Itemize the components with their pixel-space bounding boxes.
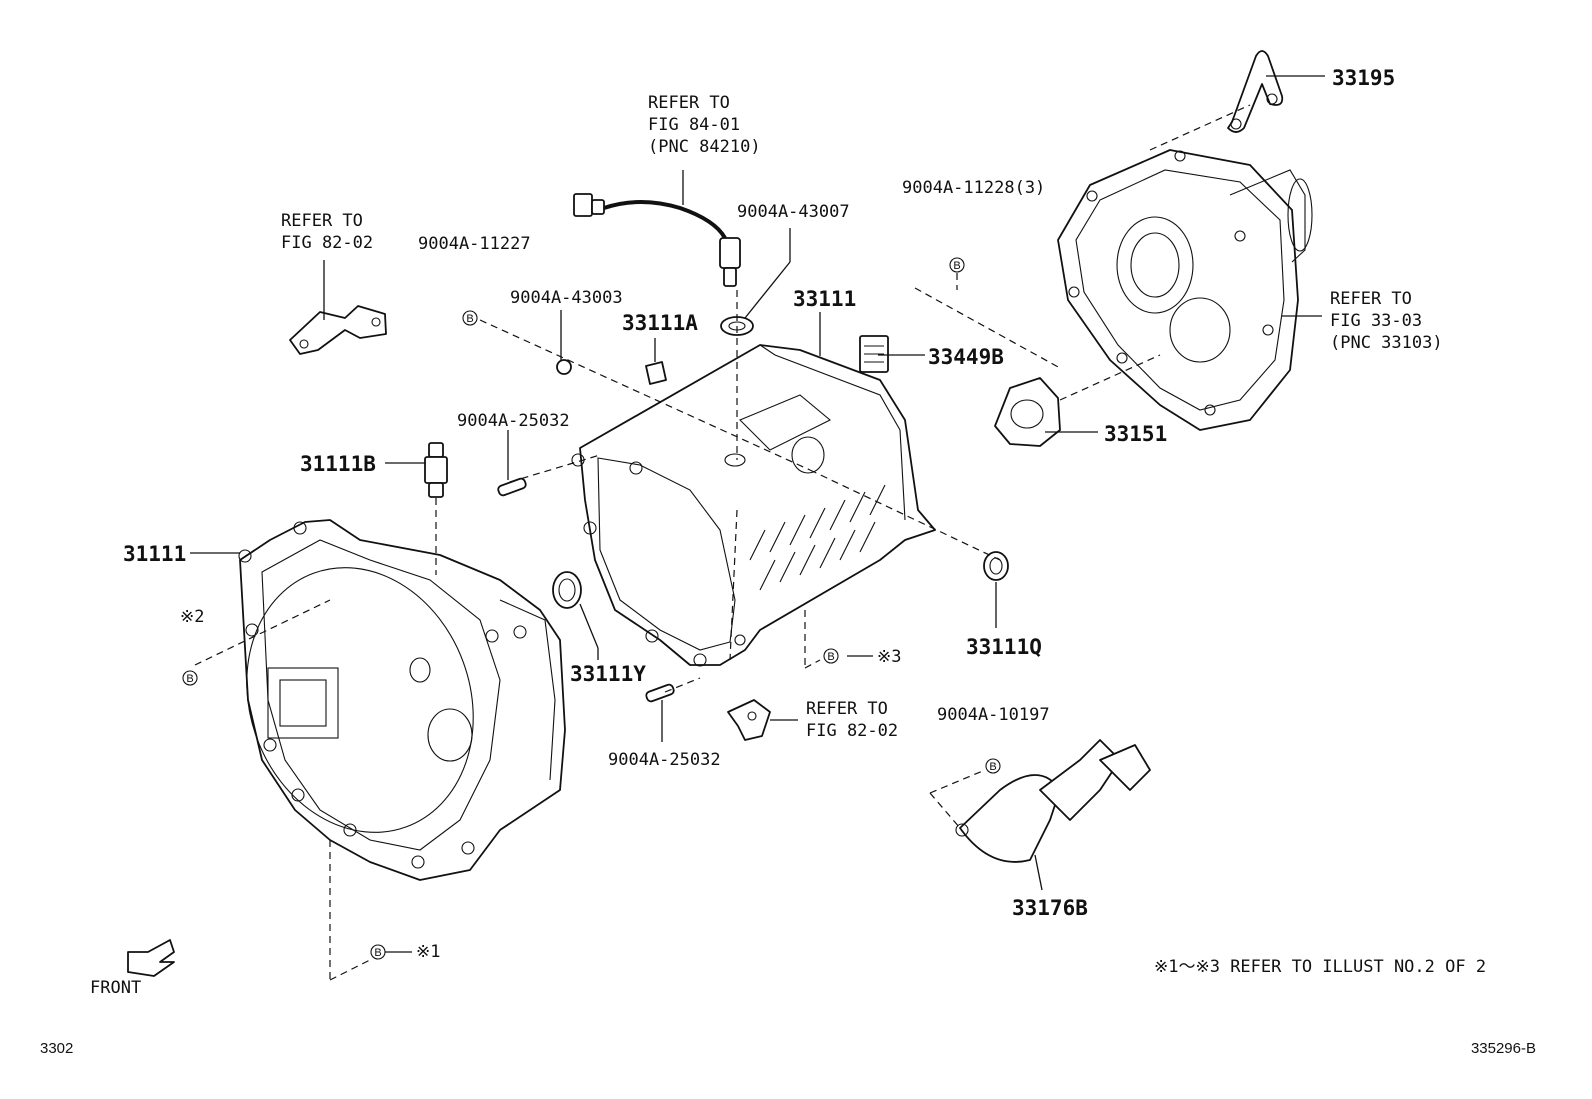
part-number-33449b: 33449B	[928, 345, 1004, 369]
refer-fig-84-01-line3: (PNC 84210)	[648, 137, 761, 157]
part-33111-transmission-case	[571, 344, 936, 667]
refer-fig-82-02-top-line2: FIG 82-02	[281, 233, 373, 253]
part-31111b-switch	[424, 442, 448, 498]
refer-fig-82-02-bottom-line1: REFER TO	[806, 699, 888, 719]
refer-fig-82-02-bottom-line2: FIG 82-02	[806, 721, 898, 741]
svg-text:B: B	[374, 947, 381, 959]
b-marker: B	[462, 310, 478, 326]
refer-fig-84-01-line2: FIG 84-01	[648, 115, 740, 135]
svg-text:B: B	[466, 313, 473, 325]
part-number-9004a-43007: 9004A-43007	[737, 202, 850, 222]
part-pin-25032-top	[497, 477, 527, 497]
part-33176b-shift-fork	[955, 739, 1151, 863]
footnote: ※1～※3 REFER TO ILLUST NO.2 OF 2	[1154, 957, 1486, 977]
part-number-9004a-11227: 9004A-11227	[418, 234, 531, 254]
refer-fig-82-02-top-line1: REFER TO	[281, 211, 363, 231]
part-number-33151: 33151	[1104, 422, 1167, 446]
part-33195-bracket	[1227, 50, 1284, 133]
part-nut-43003	[556, 359, 572, 375]
refer-fig-33-03-line1: REFER TO	[1330, 289, 1412, 309]
part-sensor-wire	[573, 193, 741, 287]
b-marker: B	[949, 257, 965, 273]
b-marker: B	[182, 670, 198, 686]
svg-text:B: B	[989, 761, 996, 773]
part-extension-housing	[1057, 149, 1313, 431]
refer-fig-33-03-line3: (PNC 33103)	[1330, 333, 1443, 353]
part-number-33111a: 33111A	[622, 311, 698, 335]
part-number-33111-top: 33111	[793, 287, 856, 311]
svg-text:B: B	[186, 673, 193, 685]
part-bracket-bottom	[727, 699, 771, 741]
note-mark-3: ※3	[877, 647, 901, 667]
page-code: 3302	[40, 1040, 73, 1057]
part-seal-33111q	[983, 551, 1009, 581]
leader-lines	[190, 75, 1325, 953]
part-plug-33111a	[645, 361, 667, 385]
part-bracket-top-left	[289, 305, 387, 355]
part-number-9004a-43003: 9004A-43003	[510, 288, 623, 308]
part-number-9004a-25032-top: 9004A-25032	[457, 411, 570, 431]
part-number-33111y: 33111Y	[570, 662, 646, 686]
note-mark-1: ※1	[416, 942, 440, 962]
svg-text:B: B	[953, 260, 960, 272]
refer-fig-33-03-line2: FIG 33-03	[1330, 311, 1422, 331]
part-number-9004a-11228-3: 9004A-11228(3)	[902, 178, 1045, 198]
part-33449b	[859, 335, 889, 373]
part-number-33195: 33195	[1332, 66, 1395, 90]
svg-text:B: B	[827, 651, 834, 663]
part-number-9004a-25032-bottom: 9004A-25032	[608, 750, 721, 770]
front-arrow-icon	[127, 939, 175, 977]
part-seal-33111y	[552, 571, 582, 609]
alignment-lines	[194, 104, 1251, 981]
drawing-code: 335296-B	[1471, 1040, 1536, 1057]
part-number-31111: 31111	[123, 542, 186, 566]
b-marker: B	[985, 758, 1001, 774]
part-number-9004a-10197: 9004A-10197	[937, 705, 1050, 725]
part-number-33111q: 33111Q	[966, 635, 1042, 659]
note-mark-2: ※2	[180, 607, 204, 627]
part-pin-25032-bottom	[645, 683, 675, 703]
refer-fig-84-01-line1: REFER TO	[648, 93, 730, 113]
part-31111-clutch-housing	[238, 519, 566, 881]
part-33151-retainer	[994, 377, 1061, 447]
b-marker: B	[823, 648, 839, 664]
part-number-31111b: 31111B	[300, 452, 376, 476]
part-number-33176b: 33176B	[1012, 896, 1088, 920]
front-label: FRONT	[90, 978, 141, 998]
b-marker: B	[370, 944, 386, 960]
